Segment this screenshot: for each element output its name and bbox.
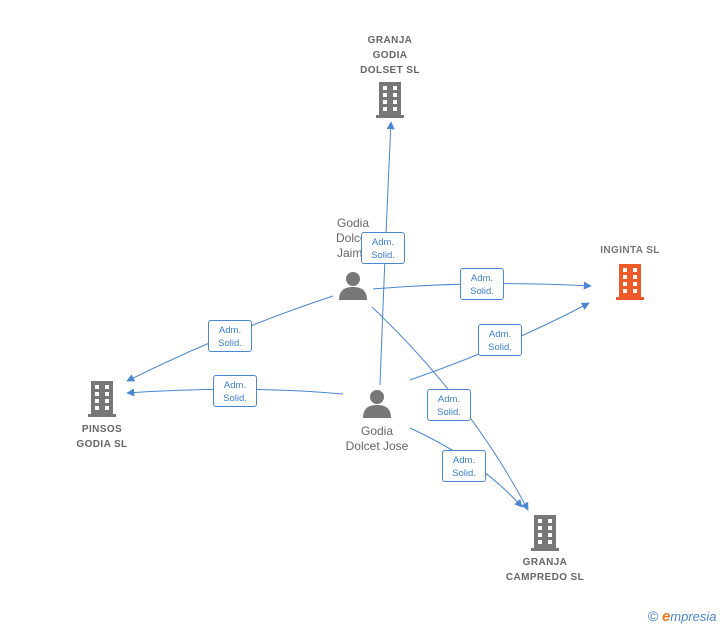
relation-badge[interactable]: Adm. Solid.: [213, 375, 257, 407]
building-icon: [376, 82, 404, 118]
building-icon: [616, 264, 644, 300]
node-granja-godia-dolset[interactable]: GRANJA GODIA DOLSET SL: [345, 33, 435, 118]
node-inginta[interactable]: INGINTA SL: [582, 243, 678, 300]
relation-line: Solid.: [470, 286, 494, 297]
relation-line: Adm.: [488, 329, 512, 340]
node-label-line: GRANJA: [367, 35, 413, 46]
relation-line: Solid.: [371, 250, 395, 261]
node-label-line: GRANJA: [522, 557, 568, 568]
relation-line: Adm.: [371, 237, 395, 248]
node-label-line: Godia: [360, 424, 394, 438]
node-label-line: CAMPREDO SL: [505, 572, 585, 583]
relation-badge[interactable]: Adm. Solid.: [478, 324, 522, 356]
node-pinsos-godia[interactable]: PINSOS GODIA SL: [60, 381, 144, 452]
building-icon: [531, 515, 559, 551]
node-granja-campredo[interactable]: GRANJA CAMPREDO SL: [493, 515, 597, 585]
relation-line: Adm.: [437, 394, 461, 405]
relation-badge[interactable]: Adm. Solid.: [361, 232, 405, 264]
relation-line: Solid.: [218, 338, 242, 349]
relation-badge[interactable]: Adm. Solid.: [208, 320, 252, 352]
relation-line: Adm.: [223, 380, 247, 391]
relation-line: Solid.: [223, 393, 247, 404]
node-label-line: GODIA SL: [76, 439, 128, 450]
relation-line: Solid.: [437, 407, 461, 418]
copyright-symbol: ©: [648, 608, 659, 624]
node-label-line: INGINTA SL: [600, 245, 660, 256]
node-label-line: Dolcet Jose: [345, 439, 409, 453]
node-label-line: DOLSET SL: [360, 65, 420, 76]
relation-badge[interactable]: Adm. Solid.: [442, 450, 486, 482]
node-label-line: Jaime: [336, 246, 369, 260]
node-label-line: GODIA: [372, 50, 408, 61]
relation-line: Solid.: [452, 468, 476, 479]
building-icon: [88, 381, 116, 417]
node-label-line: Godia: [336, 216, 370, 230]
relation-line: Adm.: [218, 325, 242, 336]
relation-line: Solid.: [488, 342, 512, 353]
node-label-line: PINSOS: [81, 424, 123, 435]
person-icon: [363, 390, 391, 418]
person-icon: [339, 272, 367, 300]
footer-brand: © empresia: [648, 608, 717, 625]
relation-badge[interactable]: Adm. Solid.: [460, 268, 504, 300]
relation-line: Adm.: [452, 455, 476, 466]
node-godia-dolcet-jose[interactable]: Godia Dolcet Jose: [337, 388, 417, 454]
relation-line: Adm.: [470, 273, 494, 284]
brand-logo-text: mpresia: [670, 609, 717, 624]
relation-badge[interactable]: Adm. Solid.: [427, 389, 471, 421]
brand-logo-initial: e: [661, 608, 671, 625]
